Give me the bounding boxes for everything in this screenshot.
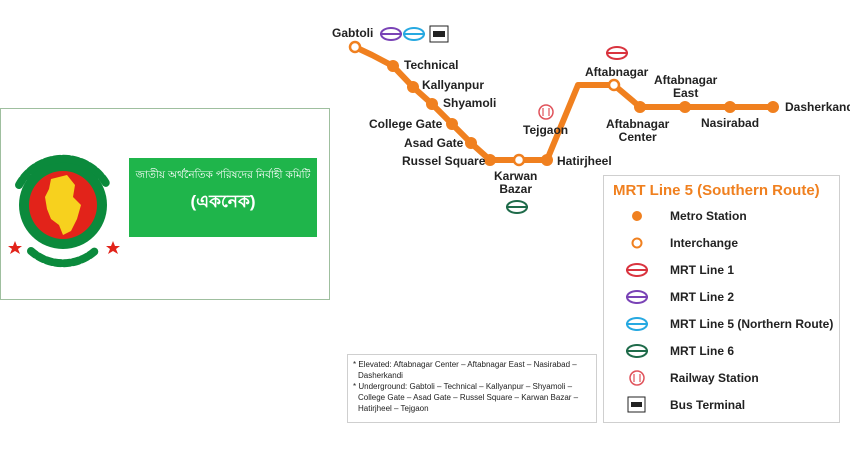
legend-item-bus-terminal: Bus Terminal: [604, 395, 839, 415]
legend-item-mrt-line-2: MRT Line 2: [604, 287, 839, 307]
mrt-line-5-north-icon: [626, 317, 648, 331]
legend-label: Metro Station: [670, 209, 747, 223]
mrt-line-6-icon: [626, 344, 648, 358]
station-label: Tejgaon: [523, 123, 569, 137]
interchange-icon: [631, 237, 643, 249]
footnote-line: College Gate – Asad Gate – Russel Square…: [358, 393, 579, 402]
footnote-line: * Underground: Gabtoli – Technical – Kal…: [353, 382, 573, 391]
station-aftabnagar-east: [679, 101, 691, 113]
station-karwan-bazar: [512, 153, 526, 167]
route-footnote: * Elevated: Aftabnagar Center – Aftabnag…: [347, 354, 597, 423]
ecnec-banner: জাতীয় অর্থনৈতিক পরিষদের নির্বাহী কমিটি …: [129, 158, 317, 237]
legend-label: MRT Line 5 (Northern Route): [670, 317, 834, 331]
mrt-line-1-icon: [606, 46, 628, 60]
mrt-line-5-north-icon: [403, 27, 425, 41]
legend-item-interchange: Interchange: [604, 233, 839, 253]
legend-label: MRT Line 1: [670, 263, 735, 277]
bus-terminal-icon: [429, 25, 449, 43]
footnote-line: Hatirjheel – Tejgaon: [358, 404, 429, 413]
station-label: College Gate: [369, 117, 443, 131]
station-shyamoli: [426, 98, 438, 110]
station-label: Nasirabad: [701, 116, 760, 130]
station-label: Aftabnagar: [585, 65, 649, 79]
metro-station-icon: [632, 211, 642, 221]
station-hatirjheel: [541, 154, 553, 166]
station-asad-gate: [465, 137, 477, 149]
route-line: [352, 44, 776, 163]
government-panel: জাতীয় অর্থনৈতিক পরিষদের নির্বাহী কমিটি …: [0, 108, 330, 300]
mrt-line-2-icon: [380, 27, 402, 41]
bangladesh-government-emblem: [3, 145, 123, 268]
station-label: Aftabnagar East: [654, 73, 718, 100]
station-russel-square: [484, 154, 496, 166]
bus-terminal-icon: [627, 396, 646, 413]
station-label: Hatirjheel: [557, 154, 612, 168]
legend-item-mrt-line-5-north: MRT Line 5 (Northern Route): [604, 314, 839, 334]
legend-item-railway-station: Railway Station: [604, 368, 839, 388]
station-aftabnagar-center: [634, 101, 646, 113]
legend-label: Bus Terminal: [670, 398, 746, 412]
railway-station-icon: [629, 370, 645, 386]
legend-item-mrt-line-6: MRT Line 6: [604, 341, 839, 361]
station-label: Asad Gate: [404, 136, 464, 150]
mrt-line-1-icon: [626, 263, 648, 277]
station-label: Shyamoli: [443, 96, 497, 110]
legend-label: Railway Station: [670, 371, 759, 385]
footnote-line: Dasherkandi: [358, 371, 403, 380]
legend-label: MRT Line 2: [670, 290, 735, 304]
station-gabtoli: [348, 40, 362, 54]
station-college-gate: [446, 118, 458, 130]
station-label: Kallyanpur: [422, 78, 485, 92]
station-dasherkandi: [767, 101, 779, 113]
station-label: Dasherkandi: [785, 100, 850, 114]
legend-item-metro-station: Metro Station: [604, 206, 839, 226]
station-kallyanpur: [407, 81, 419, 93]
legend-label: Interchange: [670, 236, 739, 250]
mrt-line-2-icon: [626, 290, 648, 304]
mrt-line-6-icon: [506, 200, 528, 214]
station-label: Technical: [404, 58, 459, 72]
station-label: Karwan Bazar: [494, 169, 538, 196]
committee-short-name: (একনেক): [190, 192, 256, 211]
committee-name: জাতীয় অর্থনৈতিক পরিষদের নির্বাহী কমিটি: [135, 169, 311, 181]
legend-label: MRT Line 6: [670, 344, 735, 358]
station-nasirabad: [724, 101, 736, 113]
legend-title: MRT Line 5 (Southern Route): [613, 182, 820, 199]
station-aftabnagar: [607, 78, 621, 92]
railway-station-icon: [538, 104, 554, 120]
station-technical: [387, 60, 399, 72]
station-label: Gabtoli: [332, 26, 374, 40]
footnote-line: * Elevated: Aftabnagar Center – Aftabnag…: [353, 360, 577, 369]
station-label: Aftabnagar Center: [606, 117, 670, 144]
legend-item-mrt-line-1: MRT Line 1: [604, 260, 839, 280]
map-legend: MRT Line 5 (Southern Route) Metro Statio…: [603, 175, 840, 423]
station-label: Russel Square: [402, 154, 486, 168]
